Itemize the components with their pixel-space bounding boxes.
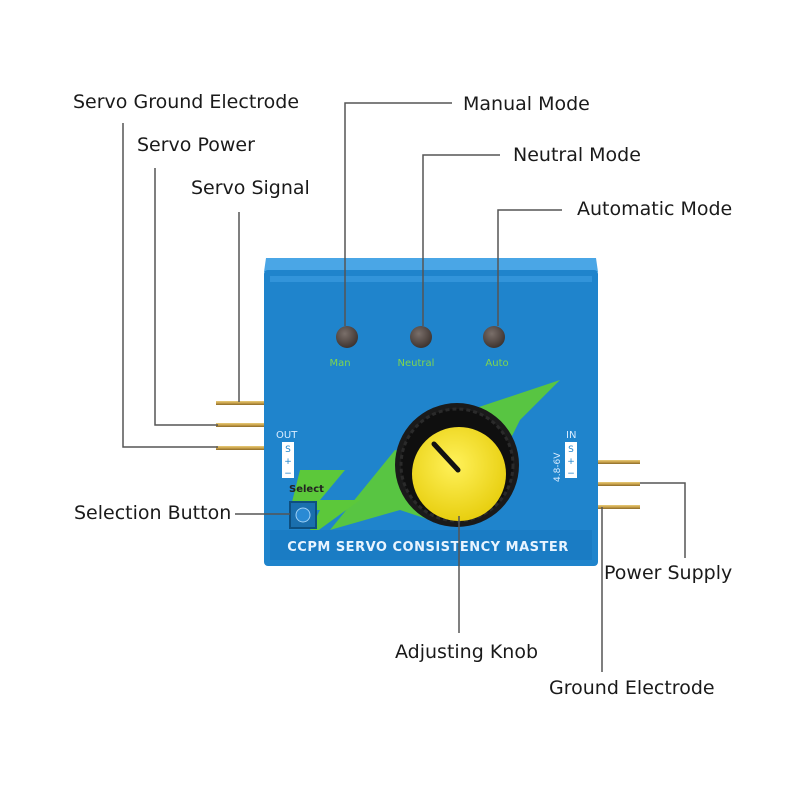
- led-label-auto: Auto: [485, 358, 508, 369]
- out-label: OUT: [276, 430, 298, 441]
- line-servo-power: [154, 168, 218, 426]
- led-label-neutral: Neutral: [398, 358, 435, 369]
- line-servo-ground: [122, 123, 218, 448]
- auto-led: [483, 326, 505, 348]
- input-ground-pin: [596, 505, 640, 509]
- input-pins: [596, 460, 640, 509]
- input-power-pin: [596, 482, 640, 486]
- label-servo-signal: Servo Signal: [191, 177, 310, 199]
- adjusting-knob[interactable]: [412, 427, 506, 521]
- signal-pin: [216, 401, 264, 405]
- label-ground-electrode: Ground Electrode: [549, 677, 715, 699]
- device-top-face: [264, 258, 598, 272]
- select-button-cap[interactable]: [295, 507, 311, 523]
- label-selection-button: Selection Button: [74, 502, 232, 524]
- label-neutral-mode: Neutral Mode: [513, 144, 641, 166]
- line-power: [640, 482, 686, 558]
- callout-lines: [122, 102, 686, 672]
- in-pin-s: S: [568, 445, 574, 455]
- banner-text: CCPM SERVO CONSISTENCY MASTER: [287, 540, 569, 555]
- led-label-man: Man: [329, 358, 350, 369]
- in-pin-plus: +: [567, 457, 575, 467]
- in-pin-minus: −: [567, 469, 575, 479]
- knob-pointer: [431, 441, 461, 473]
- label-manual-mode: Manual Mode: [463, 93, 590, 115]
- line-manual: [344, 102, 452, 326]
- in-label: IN: [566, 430, 576, 441]
- voltage-label: 4.8-6V: [553, 452, 563, 482]
- in-pin-label-box: [565, 442, 577, 478]
- out-pin-minus: −: [284, 469, 292, 479]
- out-pin-label-box: [282, 442, 294, 478]
- output-pins: [216, 401, 264, 450]
- manual-led: [336, 326, 358, 348]
- label-servo-power: Servo Power: [137, 134, 255, 156]
- power-pin: [216, 423, 264, 427]
- label-automatic-mode: Automatic Mode: [577, 198, 733, 220]
- label-power-supply: Power Supply: [604, 562, 733, 584]
- input-signal-pin: [596, 460, 640, 464]
- label-adjusting-knob: Adjusting Knob: [395, 641, 539, 663]
- lightning-graphic-left: [290, 470, 360, 540]
- out-pin-s: S: [285, 445, 291, 455]
- servo-tester-device: Man Neutral Auto OUT S + − IN S + − 4.8-…: [264, 258, 598, 566]
- line-auto: [497, 209, 562, 326]
- line-neutral: [422, 154, 500, 326]
- neutral-led: [410, 326, 432, 348]
- device-highlight: [270, 276, 592, 282]
- label-servo-ground-electrode: Servo Ground Electrode: [73, 91, 300, 113]
- out-pin-plus: +: [284, 457, 292, 467]
- select-label: Select: [289, 484, 324, 495]
- banner-strip: [270, 530, 592, 560]
- ground-pin: [216, 446, 264, 450]
